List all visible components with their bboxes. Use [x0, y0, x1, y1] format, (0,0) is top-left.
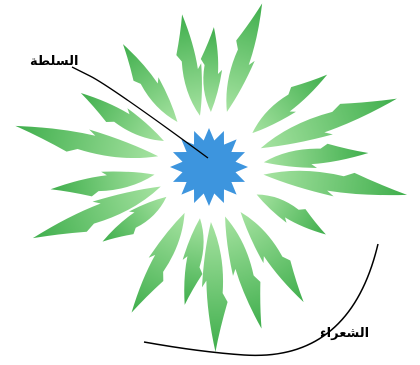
leaf-ray-icon: [262, 160, 409, 206]
leaf-ray-icon: [199, 27, 224, 113]
leaf-ray-icon: [170, 13, 211, 118]
leaf-ray-icon: [200, 221, 230, 352]
leaf-ray-icon: [214, 0, 272, 115]
poets-label: الشعراء: [320, 326, 369, 341]
star-burst-icon: [170, 128, 248, 206]
authority-label: السلطة: [30, 54, 78, 69]
